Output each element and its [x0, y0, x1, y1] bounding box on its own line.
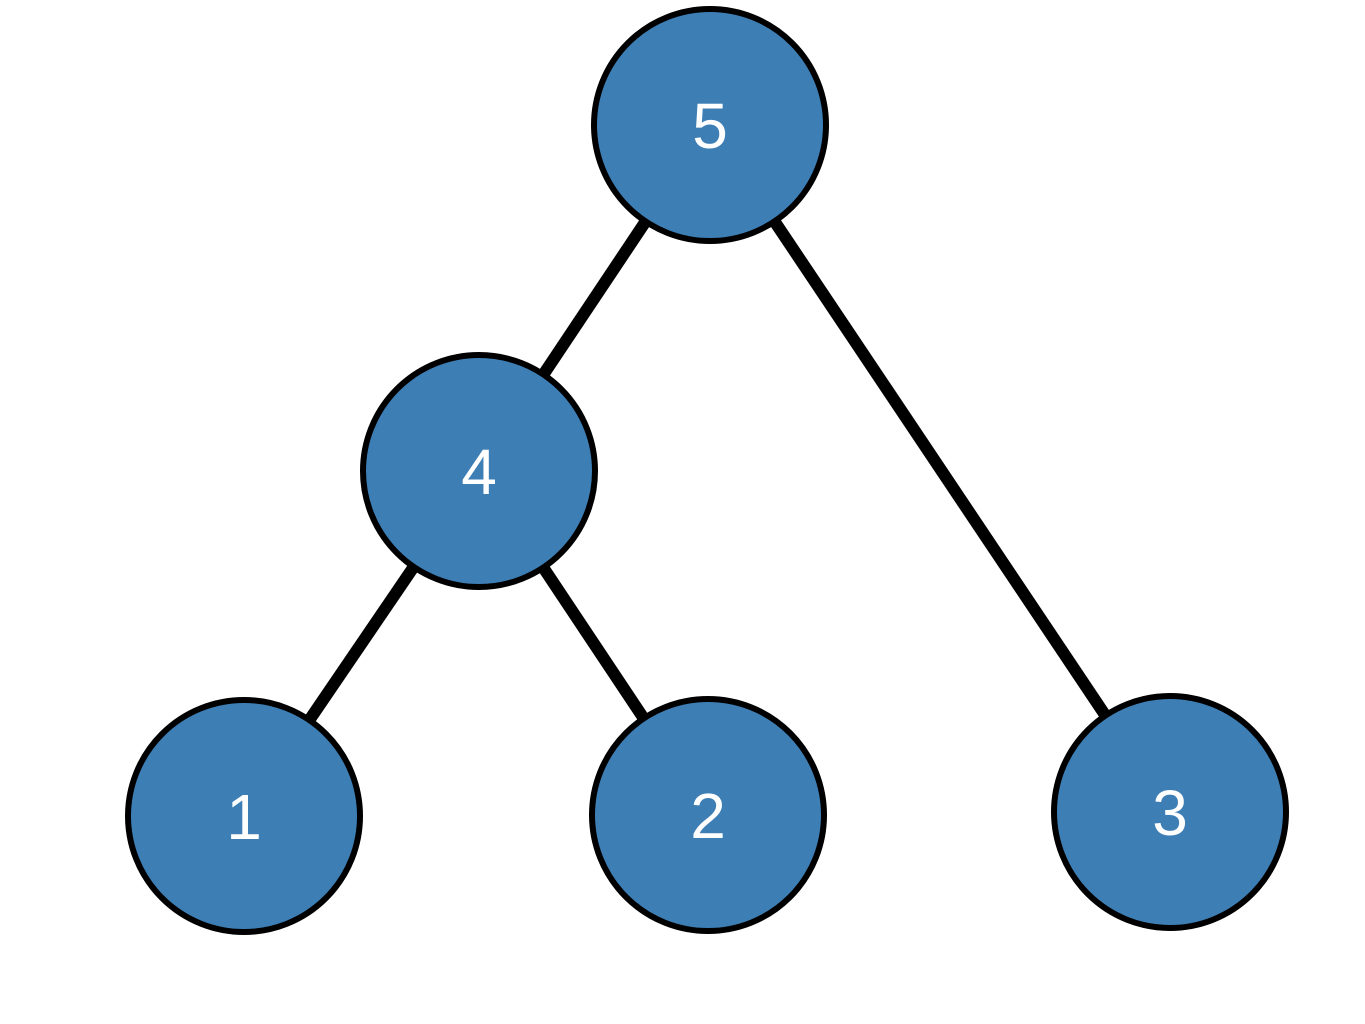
node-circle-3	[1051, 693, 1289, 931]
node-label-4: 4	[461, 436, 497, 508]
node-label-5: 5	[692, 90, 728, 162]
node-1: 1	[125, 697, 363, 935]
node-circle-5	[591, 6, 829, 244]
node-circle-4	[360, 352, 598, 590]
node-circle-2	[589, 696, 827, 934]
node-5: 5	[591, 6, 829, 244]
node-2: 2	[589, 696, 827, 934]
node-circle-1	[125, 697, 363, 935]
node-3: 3	[1051, 693, 1289, 931]
edge-5-3	[705, 121, 1175, 816]
node-label-2: 2	[690, 780, 726, 852]
node-label-3: 3	[1152, 777, 1188, 849]
nodes-layer: 5 4 1 2 3	[125, 6, 1289, 935]
node-label-1: 1	[226, 781, 262, 853]
node-4: 4	[360, 352, 598, 590]
